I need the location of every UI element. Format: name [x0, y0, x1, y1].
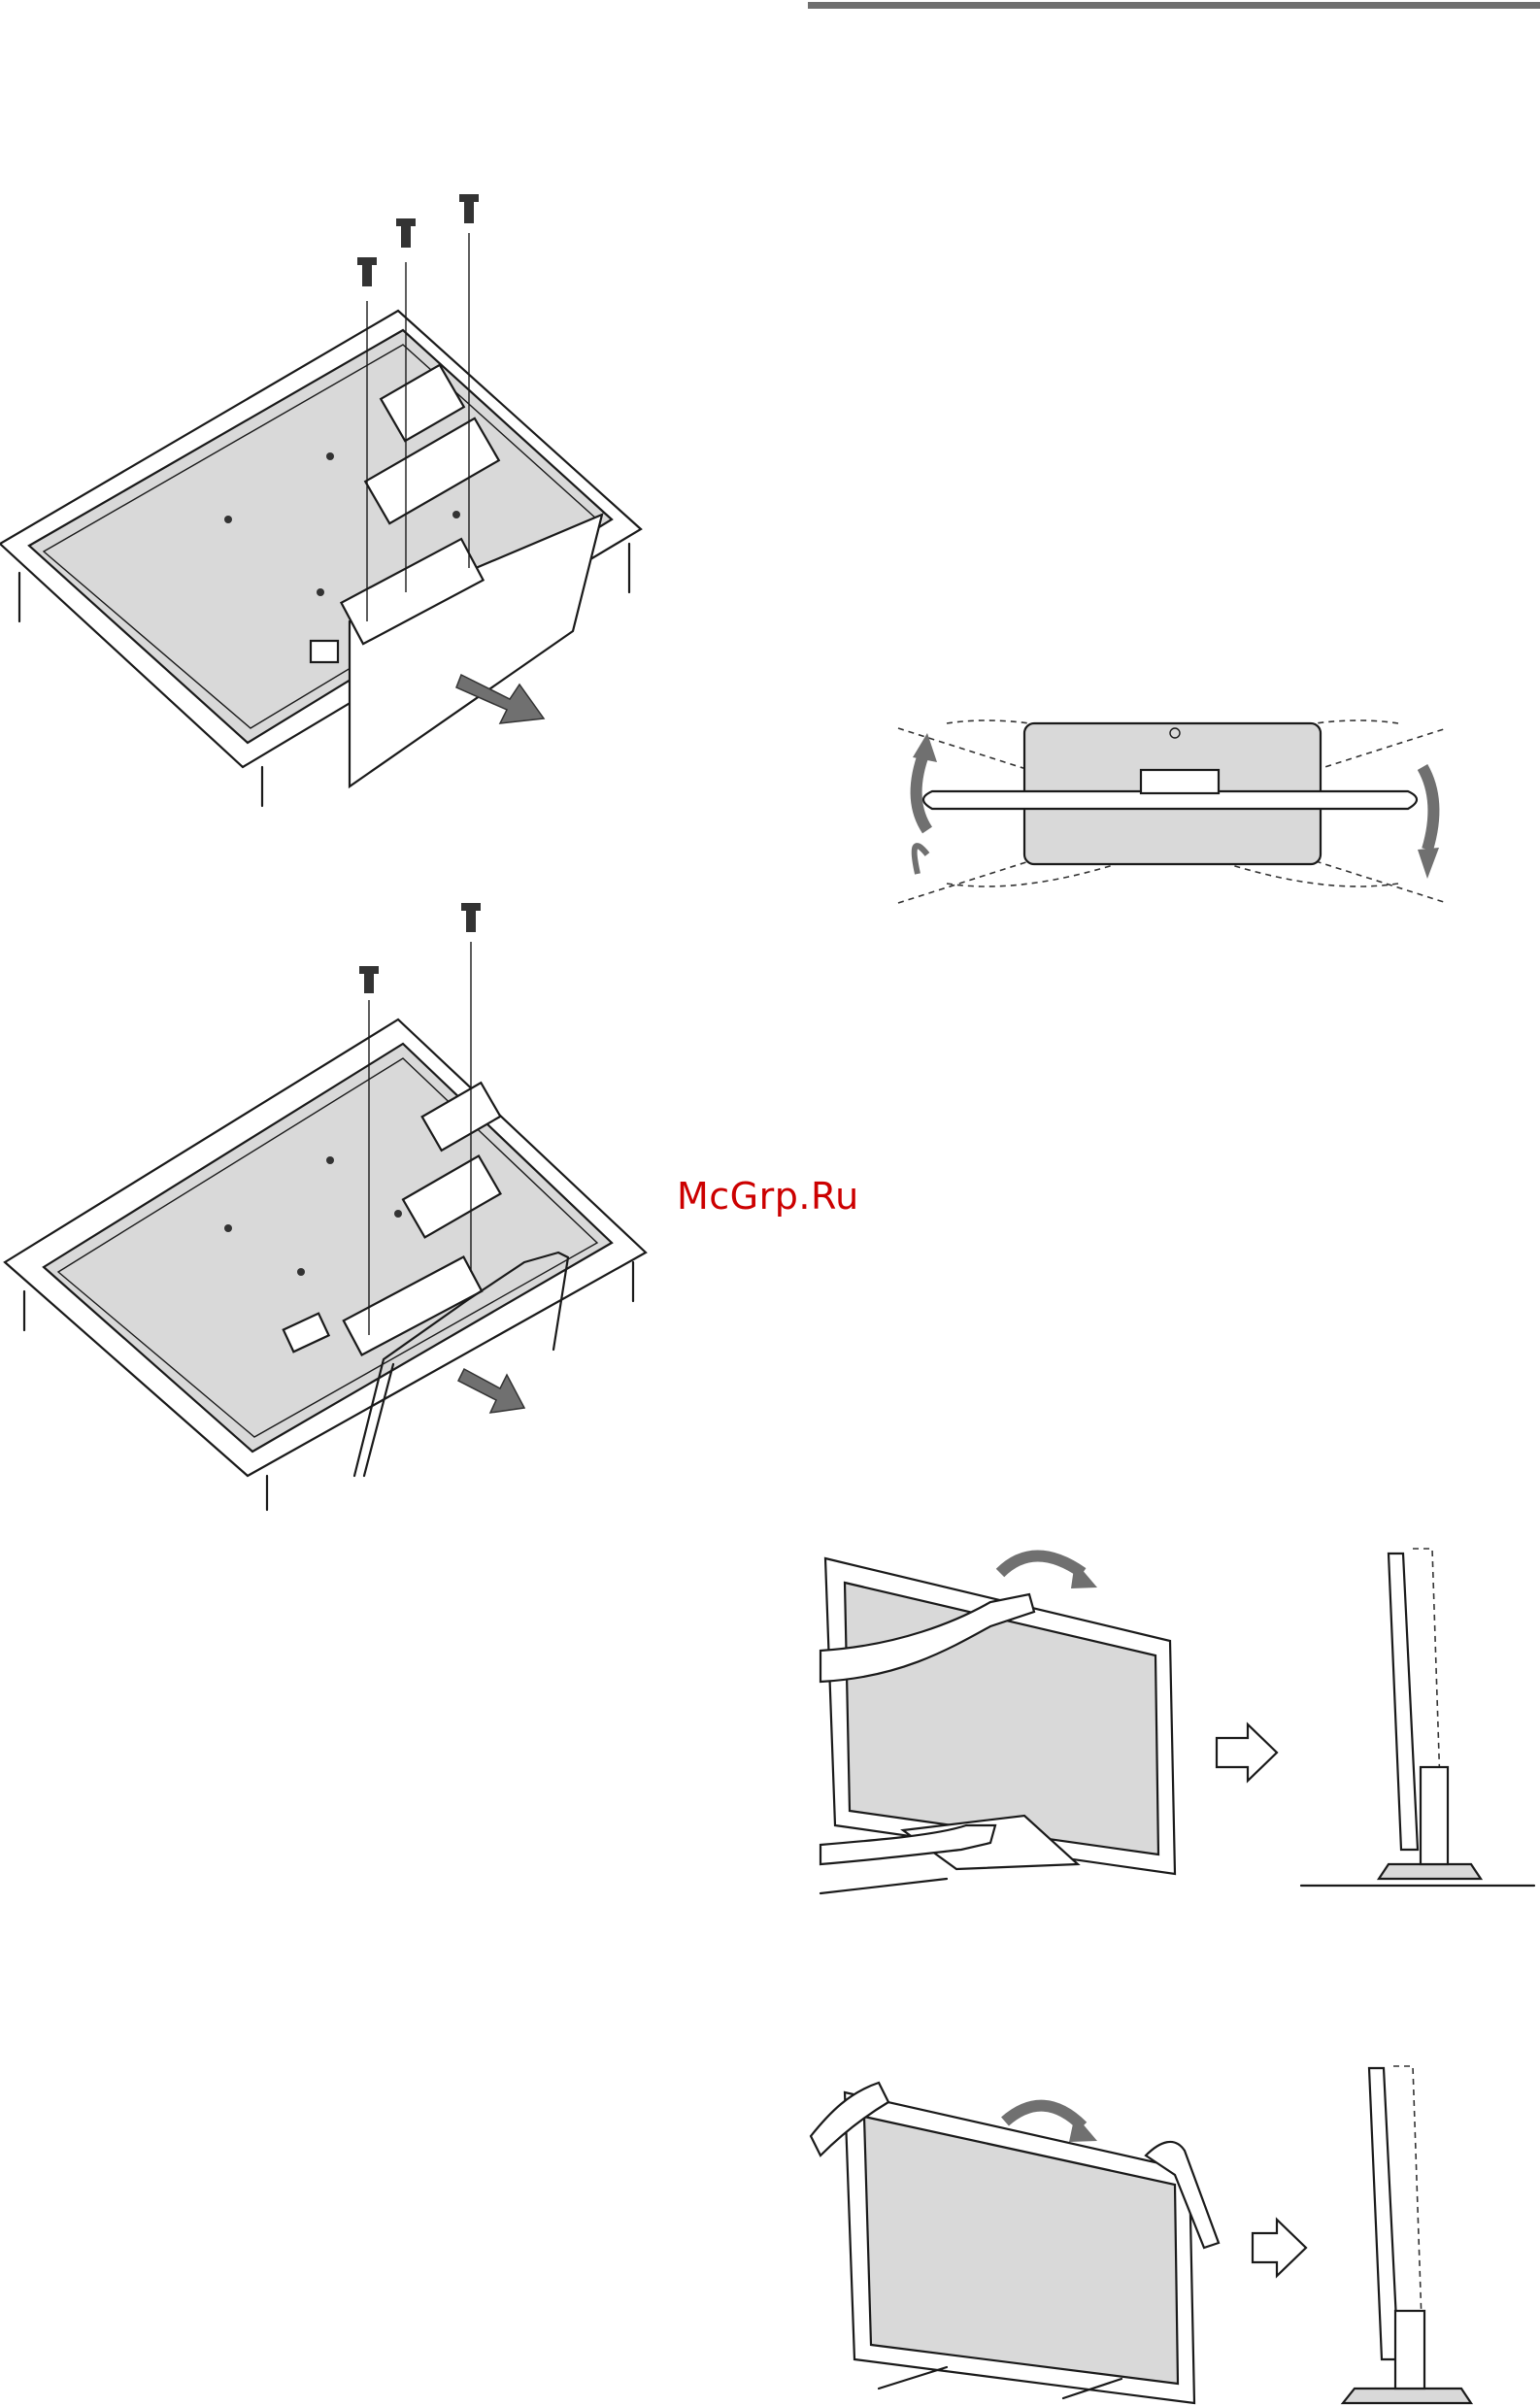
screw-icon — [357, 257, 377, 286]
pull-direction-arrow-icon — [458, 1369, 524, 1413]
watermark-text: McGrp.Ru — [677, 1175, 859, 1218]
screw-icon — [396, 218, 416, 248]
tv-back-panel — [5, 1019, 646, 1510]
swivel-arrow-right-icon — [1418, 767, 1439, 879]
screw-icon — [461, 903, 481, 932]
top-rule — [808, 2, 1540, 9]
screw-icon — [459, 194, 479, 223]
next-step-arrow-icon — [1217, 1724, 1277, 1781]
tilt-two-hands-figure — [811, 2058, 1540, 2406]
swivel-range-figure — [893, 694, 1456, 918]
stand-removal-three-screws-figure — [0, 184, 660, 806]
tv-front-perspective — [845, 2092, 1194, 2403]
tv-side-view — [1301, 1549, 1534, 1886]
tv-side-view — [1343, 2066, 1471, 2403]
tilt-arrow-icon — [1000, 1556, 1097, 1589]
tilt-one-hand-figure — [820, 1534, 1539, 1903]
stand-removal-two-screws-figure — [0, 893, 660, 1515]
screw-icon — [359, 966, 379, 993]
next-step-arrow-icon — [1253, 2220, 1306, 2276]
